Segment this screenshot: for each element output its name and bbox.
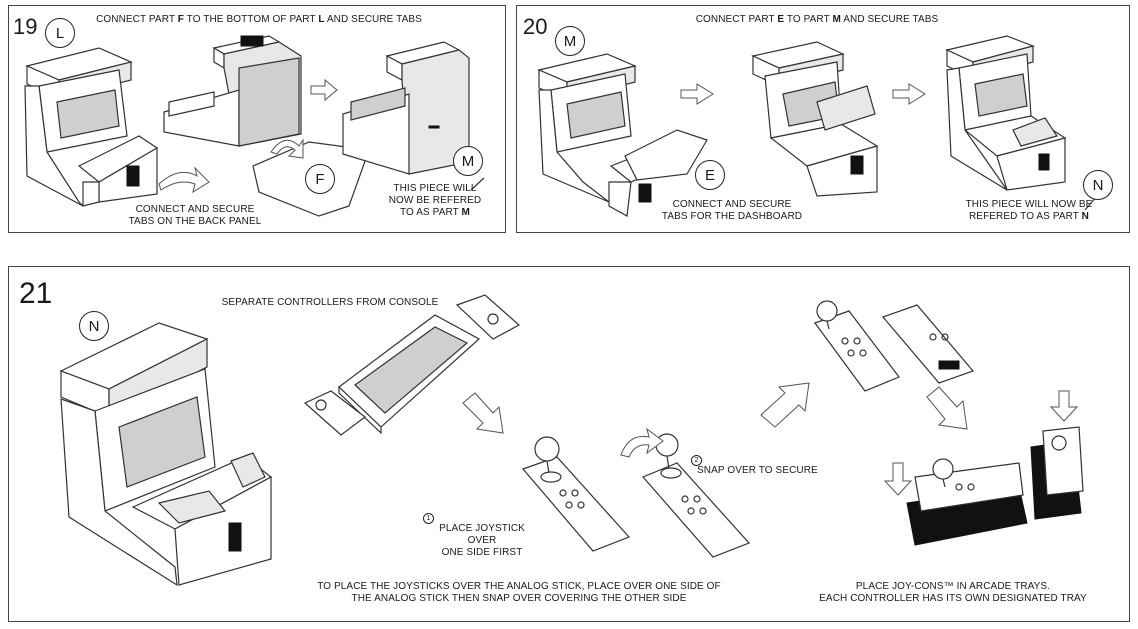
step-number: 21 bbox=[19, 277, 53, 310]
caption-secure-tabs: CONNECT AND SECURE TABS FOR THE DASHBOAR… bbox=[661, 199, 803, 222]
arcade-cabinet-icon bbox=[945, 35, 1067, 191]
caption-piece-rename: THIS PIECE WILL NOW BE REFERED TO AS PAR… bbox=[965, 199, 1093, 222]
marker-two: 2 bbox=[691, 455, 702, 466]
step-20-panel: 20 M CONNECT PART E TO PART M AND SECURE… bbox=[516, 5, 1130, 233]
step-title: CONNECT PART E TO PART M AND SECURE TABS bbox=[695, 14, 939, 25]
right-arrow-icon bbox=[892, 83, 926, 105]
joy-con-icon bbox=[881, 304, 975, 384]
arcade-cabinet-icon bbox=[751, 41, 879, 197]
marker-one: 1 bbox=[423, 513, 434, 524]
part-label-start: N bbox=[79, 311, 109, 341]
joystick-icon bbox=[932, 458, 954, 488]
curved-arrow-icon bbox=[158, 166, 210, 194]
joy-con-icon bbox=[303, 390, 366, 436]
caption-piece-rename: THIS PIECE WILL NOW BE REFERED TO AS PAR… bbox=[388, 183, 482, 218]
step-19-panel: 19 L CONNECT PART F TO THE BOTTOM OF PAR… bbox=[8, 5, 506, 233]
step-title: CONNECT PART F TO THE BOTTOM OF PART L A… bbox=[96, 14, 422, 25]
step-number: 19 bbox=[13, 14, 38, 39]
step-20-illustration bbox=[537, 35, 1098, 217]
joystick-icon bbox=[816, 300, 838, 330]
step-number: 20 bbox=[523, 14, 548, 39]
joy-con-icon bbox=[641, 462, 751, 558]
down-arrow-icon bbox=[1049, 390, 1079, 422]
caption-snap: SNAP OVER TO SECURE bbox=[697, 465, 818, 476]
arcade-tray-icon bbox=[906, 462, 1028, 546]
arcade-cabinet-icon bbox=[59, 322, 273, 587]
arcade-cabinet-icon bbox=[342, 41, 470, 175]
right-arrow-icon bbox=[310, 78, 338, 102]
caption-secure-tabs: CONNECT AND SECURE TABS ON THE BACK PANE… bbox=[128, 204, 262, 227]
joystick-icon bbox=[534, 436, 562, 483]
step-21-illustration bbox=[59, 294, 1084, 587]
caption-arcade-trays: PLACE JOY-CONS™ IN ARCADE TRAYS. EACH CO… bbox=[819, 581, 1087, 604]
console-icon bbox=[338, 314, 481, 435]
caption-place-joystick: PLACE JOYSTICK OVER ONE SIDE FIRST bbox=[439, 523, 525, 558]
down-arrow-icon bbox=[883, 462, 913, 496]
arcade-cabinet-icon bbox=[24, 47, 159, 207]
arcade-cabinet-icon bbox=[163, 35, 302, 147]
right-arrow-icon bbox=[462, 392, 504, 434]
right-arrow-icon bbox=[680, 83, 714, 105]
part-label-start: M bbox=[555, 26, 585, 56]
joy-con-icon bbox=[521, 456, 631, 552]
arcade-tray-icon bbox=[1030, 426, 1084, 520]
caption-joystick-instructions: TO PLACE THE JOYSTICKS OVER THE ANALOG S… bbox=[317, 581, 721, 604]
cardboard-panel-icon bbox=[624, 129, 708, 181]
joy-con-icon bbox=[455, 294, 521, 340]
joy-con-icon bbox=[814, 310, 900, 392]
step-21-panel: 21 N SEPARATE CONTROLLERS FROM CONSOLE 1… bbox=[8, 266, 1130, 622]
caption-separate: SEPARATE CONTROLLERS FROM CONSOLE bbox=[221, 297, 439, 308]
right-arrow-icon bbox=[760, 382, 810, 428]
curved-arrow-icon bbox=[270, 138, 304, 159]
part-label-result: M bbox=[453, 146, 483, 176]
part-label-result: N bbox=[1083, 170, 1113, 200]
part-label-start: L bbox=[45, 18, 75, 48]
curved-arrow-icon bbox=[620, 427, 664, 458]
part-label-piece: F bbox=[305, 164, 335, 194]
right-arrow-icon bbox=[926, 386, 968, 430]
part-label-piece: E bbox=[695, 160, 725, 190]
